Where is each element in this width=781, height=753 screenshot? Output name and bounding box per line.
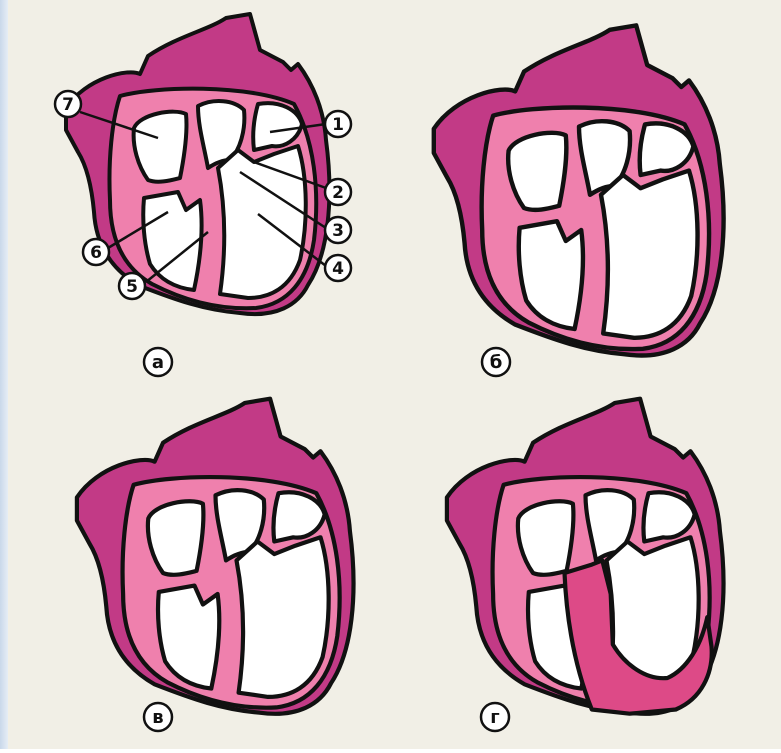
left-edge-strip (0, 0, 8, 749)
panel-label-v-text: в (152, 707, 163, 728)
callout-4-text: 4 (332, 259, 344, 279)
callout-1: 1 (325, 111, 351, 137)
callout-7: 7 (55, 91, 81, 117)
callout-3: 3 (325, 217, 351, 243)
panel-label-b: б (482, 348, 510, 376)
panel-label-a: а (144, 348, 172, 376)
panel-label-g-text: г (490, 707, 499, 728)
callout-6: 6 (83, 239, 109, 265)
callout-4: 4 (325, 255, 351, 281)
heart-diagram: 7 1 2 3 4 5 6 (8, 0, 781, 749)
panel-label-a-text: а (152, 352, 164, 373)
callout-5-text: 5 (126, 277, 138, 297)
callout-2-text: 2 (332, 183, 344, 203)
panel-label-g: г (481, 703, 509, 731)
callout-7-text: 7 (62, 95, 74, 115)
illustration-plate: 7 1 2 3 4 5 6 (8, 0, 781, 749)
callout-6-text: 6 (90, 243, 102, 263)
callout-2: 2 (325, 179, 351, 205)
callout-1-text: 1 (332, 115, 344, 135)
callout-3-text: 3 (332, 221, 344, 241)
panel-label-v: в (144, 703, 172, 731)
callout-5: 5 (119, 273, 145, 299)
panel-label-b-text: б (490, 352, 503, 373)
